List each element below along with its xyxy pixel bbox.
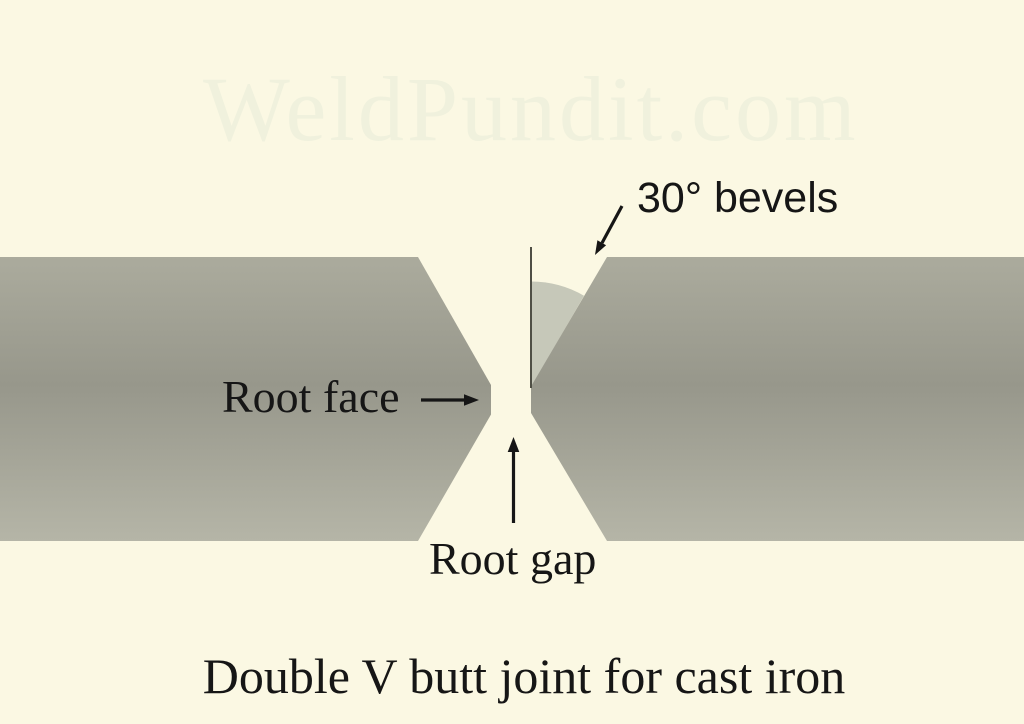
bevel-angle-wedge: [531, 281, 584, 388]
watermark-text: WeldPundit.com: [203, 58, 859, 160]
diagram-caption: Double V butt joint for cast iron: [203, 648, 846, 704]
bevel-angle-label: 30° bevels: [637, 174, 838, 222]
bevels-arrow: [595, 205, 624, 255]
root-face-label: Root face: [222, 371, 400, 422]
bevels-arrowhead: [595, 240, 607, 255]
root-face-arrow: [421, 394, 479, 406]
root-gap-label: Root gap: [429, 533, 596, 584]
right-plate: [531, 257, 1024, 541]
root-gap-arrowhead: [507, 437, 520, 452]
root-gap-arrow: [507, 437, 520, 523]
left-plate: [0, 257, 491, 541]
root-face-arrowhead: [464, 394, 479, 406]
